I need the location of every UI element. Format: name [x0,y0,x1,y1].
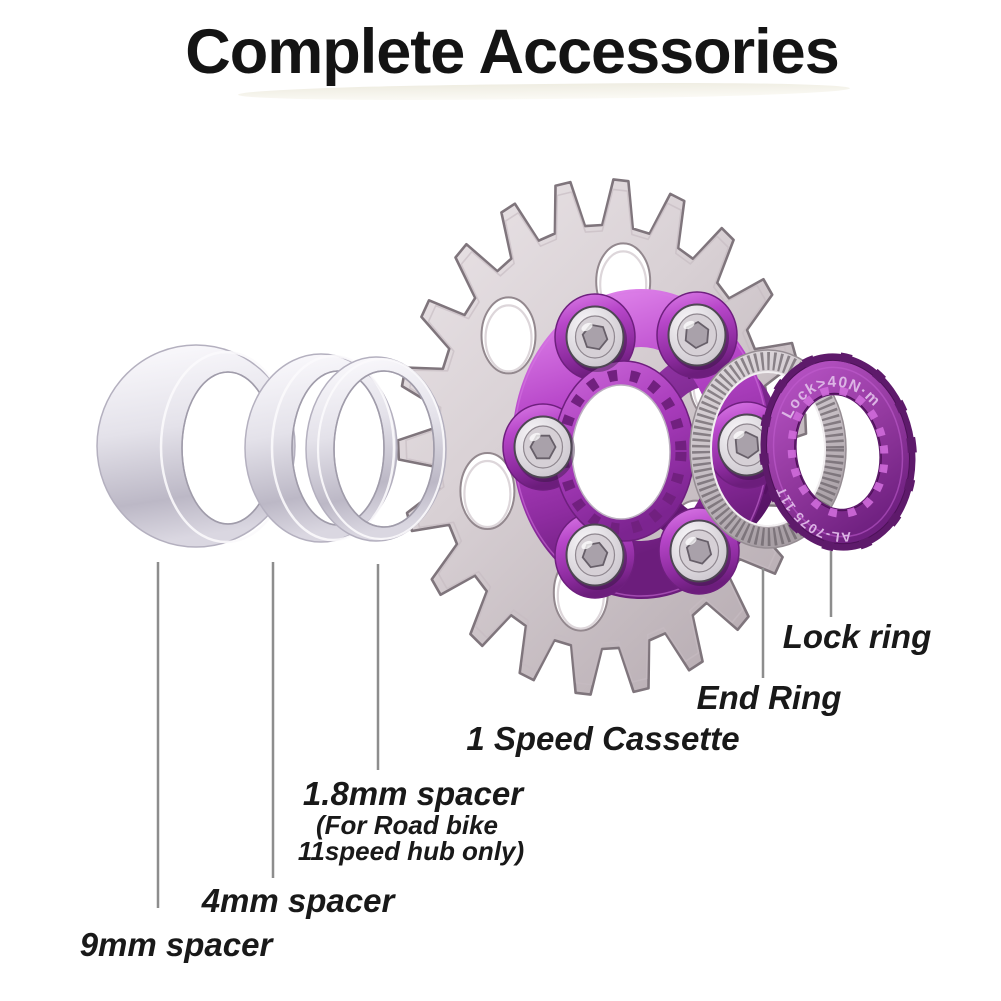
cassette-carrier [502,289,788,599]
carrier-bolt-icon [513,415,575,482]
sprocket-hole [459,452,516,530]
label-1-8mm-spacer-note-1: (For Road bike [315,810,499,840]
carrier-bore [571,384,671,520]
label-4mm-spacer: 4mm spacer [201,882,395,919]
end-ring-serrations [692,352,844,546]
spacer-1-8mm-face-edge [316,357,446,541]
spacer-4mm-face-edge [270,354,396,542]
carrier-bolt-icon [565,523,627,590]
spacer-1-8mm [305,356,447,542]
page-title: Complete Accessories [185,17,839,87]
label-1-8mm-spacer-note-2: 11speed hub only) [297,836,525,866]
sprocket-hole [480,296,537,375]
carrier-bolt-icon [669,519,731,586]
carrier-bore-splines [557,369,687,535]
spacer-1-8mm-bore-edge [333,370,435,528]
label-cassette: 1 Speed Cassette [466,720,740,757]
sprocket-hole-shading [484,304,533,373]
carrier-bolt-icon [667,303,729,370]
lock-ring-notches [759,351,917,553]
lock-ring-face-highlight [772,366,904,538]
end-ring-inner-rim [710,371,826,527]
carrier-bolt-icon [565,305,627,372]
lock-ring-part: Lock>40N·m AL-7075 11T [759,351,917,554]
label-1-8mm-spacer: 1.8mm spacer [302,775,524,812]
leader-lines [156,551,833,908]
label-end-ring: End Ring [696,679,842,716]
label-lock-ring: Lock ring [782,618,932,655]
label-9mm-spacer: 9mm spacer [79,926,273,963]
sprocket-hole-shading [463,459,512,529]
